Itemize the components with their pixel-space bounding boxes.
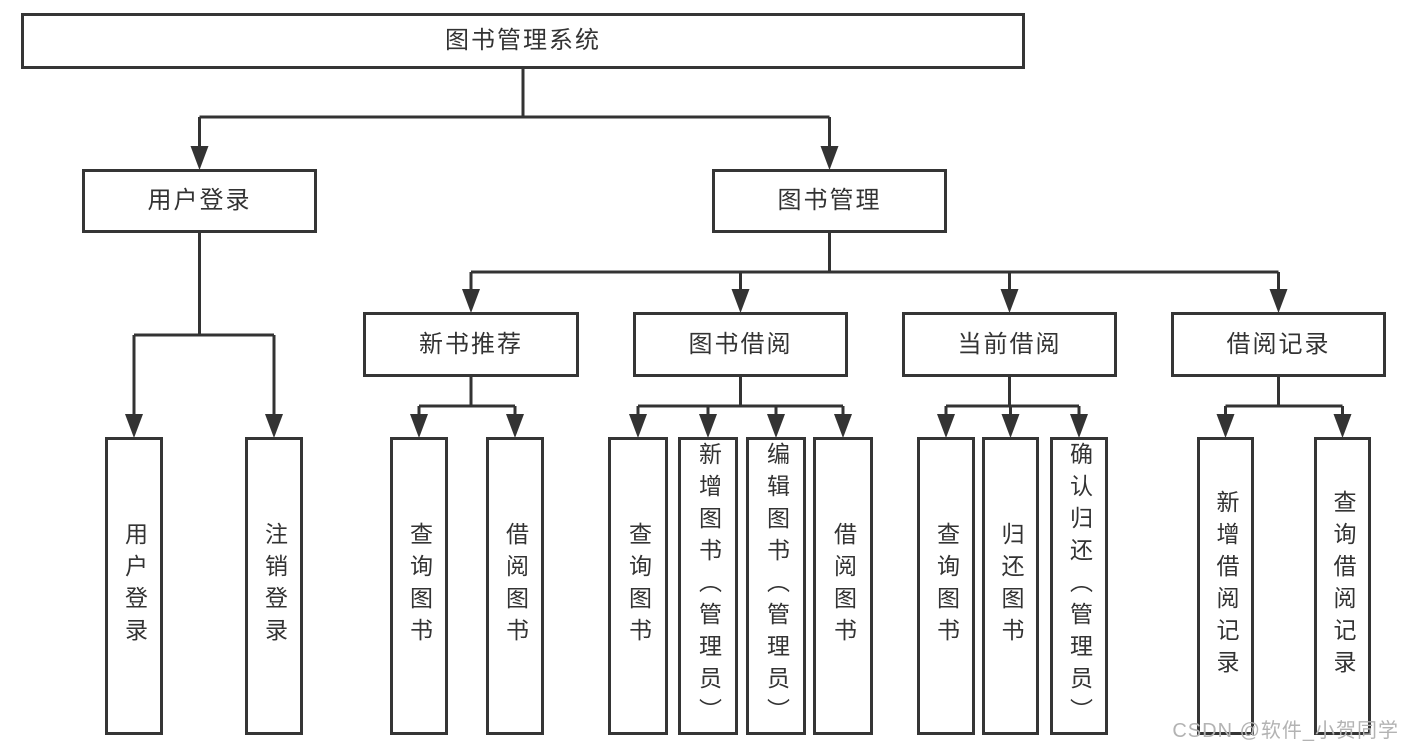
node-logout: 注销登录 bbox=[245, 437, 303, 735]
node-book-borrow: 图书借阅 bbox=[633, 312, 848, 377]
arrowhead-icon bbox=[1070, 414, 1088, 438]
arrowhead-icon bbox=[1001, 414, 1020, 438]
node-label-current-return-books: 归还图书 bbox=[998, 522, 1024, 650]
node-label-records-query: 查询借阅记录 bbox=[1330, 490, 1356, 682]
node-current-borrow: 当前借阅 bbox=[902, 312, 1117, 377]
arrowhead-icon bbox=[1216, 414, 1235, 438]
node-book-mgmt: 图书管理 bbox=[712, 169, 947, 233]
node-label-current-confirm-return: 确认归还（管理员） bbox=[1066, 442, 1093, 730]
node-label-book-borrow: 图书借阅 bbox=[688, 330, 793, 358]
arrowhead-icon bbox=[834, 414, 852, 438]
node-borrow-records: 借阅记录 bbox=[1171, 312, 1386, 377]
node-label-rec-borrow-books: 借阅图书 bbox=[502, 522, 529, 650]
arrowhead-icon bbox=[1000, 289, 1019, 313]
node-borrow-edit-books: 编辑图书（管理员） bbox=[746, 437, 806, 735]
node-records-add: 新增借阅记录 bbox=[1197, 437, 1254, 735]
node-label-book-mgmt: 图书管理 bbox=[777, 187, 882, 214]
arrowhead-icon bbox=[1333, 414, 1352, 438]
node-user-login: 用户登录 bbox=[82, 169, 317, 233]
arrowhead-icon bbox=[1269, 289, 1288, 313]
node-label-login: 用户登录 bbox=[121, 522, 148, 650]
arrowhead-icon bbox=[820, 146, 839, 170]
arrowhead-icon bbox=[506, 414, 524, 438]
node-rec-borrow-books: 借阅图书 bbox=[486, 437, 544, 735]
arrowhead-icon bbox=[265, 414, 283, 438]
node-label-logout: 注销登录 bbox=[261, 522, 288, 650]
node-borrow-query-books: 查询图书 bbox=[608, 437, 668, 735]
node-records-query: 查询借阅记录 bbox=[1314, 437, 1371, 735]
node-label-records-add: 新增借阅记录 bbox=[1213, 490, 1239, 682]
node-label-borrow-records: 借阅记录 bbox=[1226, 330, 1331, 358]
node-new-book-rec: 新书推荐 bbox=[363, 312, 579, 377]
node-label-borrow-add-books: 新增图书（管理员） bbox=[695, 442, 722, 730]
arrowhead-icon bbox=[190, 146, 209, 170]
arrowhead-icon bbox=[462, 289, 480, 313]
arrowhead-icon bbox=[731, 289, 750, 313]
arrowhead-icon bbox=[125, 414, 143, 438]
arrowhead-icon bbox=[629, 414, 647, 438]
csdn-watermark: CSDN @软件_小贺同学 bbox=[1172, 720, 1399, 742]
arrowhead-icon bbox=[410, 414, 428, 438]
node-rec-query-books: 查询图书 bbox=[390, 437, 448, 735]
arrowhead-icon bbox=[767, 414, 785, 438]
node-label-new-book-rec: 新书推荐 bbox=[419, 330, 523, 358]
node-borrow-add-books: 新增图书（管理员） bbox=[678, 437, 738, 735]
node-borrow-borrow-books: 借阅图书 bbox=[813, 437, 873, 735]
node-label-current-query-books: 查询图书 bbox=[933, 522, 960, 650]
node-label-borrow-edit-books: 编辑图书（管理员） bbox=[763, 442, 790, 730]
node-label-user-login: 用户登录 bbox=[147, 187, 252, 214]
node-current-confirm-return: 确认归还（管理员） bbox=[1050, 437, 1108, 735]
node-label-rec-query-books: 查询图书 bbox=[406, 522, 433, 650]
node-label-borrow-query-books: 查询图书 bbox=[625, 522, 652, 650]
node-login: 用户登录 bbox=[105, 437, 163, 735]
node-label-current-borrow: 当前借阅 bbox=[957, 330, 1062, 358]
node-root: 图书管理系统 bbox=[21, 13, 1025, 69]
node-current-query-books: 查询图书 bbox=[917, 437, 975, 735]
node-label-root: 图书管理系统 bbox=[445, 27, 601, 54]
arrowhead-icon bbox=[937, 414, 955, 438]
node-label-borrow-borrow-books: 借阅图书 bbox=[830, 522, 857, 650]
node-current-return-books: 归还图书 bbox=[982, 437, 1039, 735]
arrowhead-icon bbox=[699, 414, 717, 438]
